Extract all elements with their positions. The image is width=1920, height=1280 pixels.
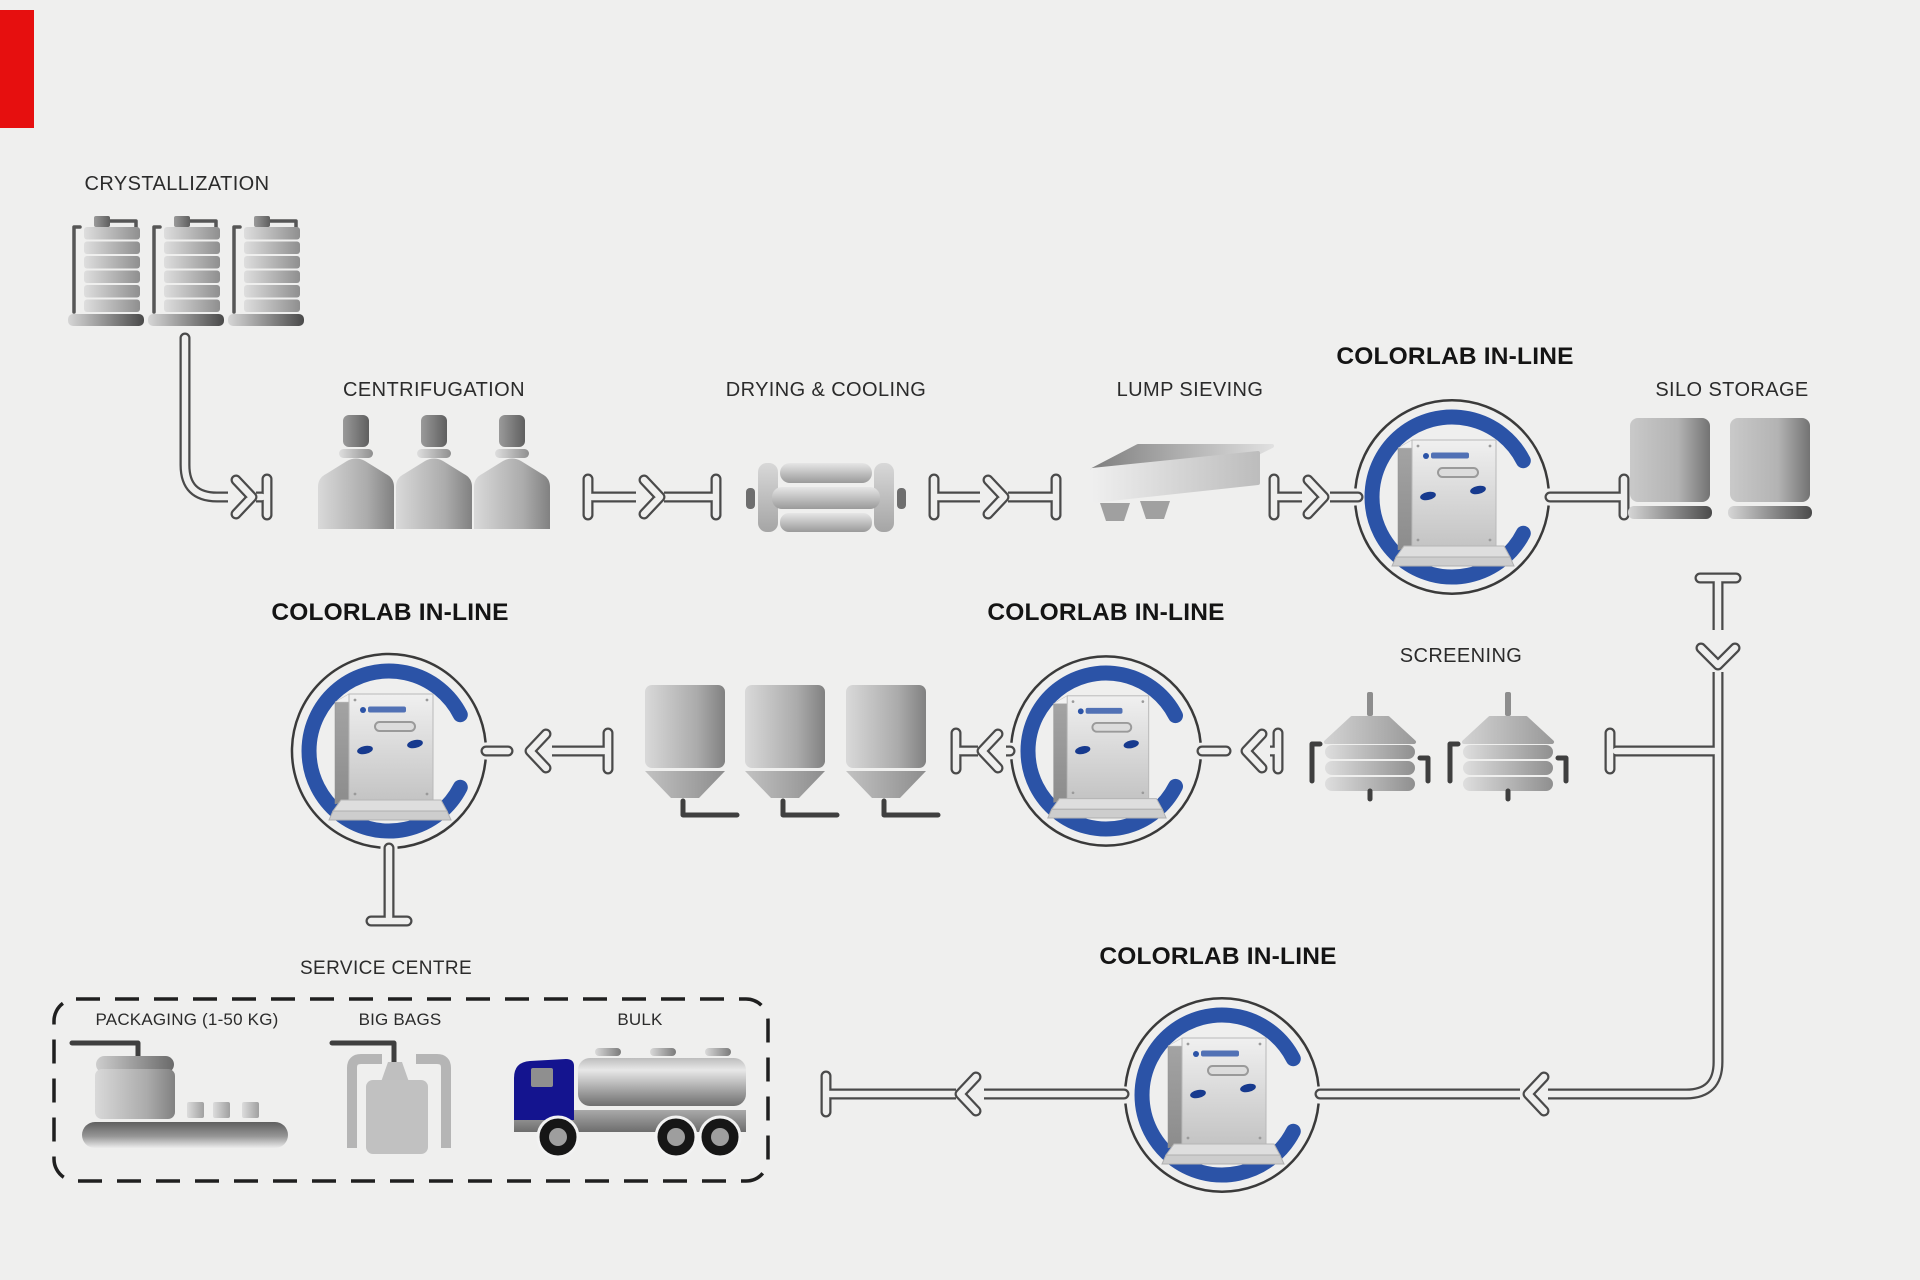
label-packaging: PACKAGING (1-50 KG) — [95, 1010, 279, 1029]
label-drying-cooling: DRYING & COOLING — [725, 379, 927, 401]
colorlab-machine-icon — [1391, 439, 1515, 567]
label-colorlab-top: COLORLAB IN-LINE — [1336, 343, 1574, 370]
colorlab-machine-icon — [1046, 694, 1168, 819]
red-marker — [0, 10, 34, 128]
label-screening: SCREENING — [1399, 645, 1523, 667]
lump-sieve-icon — [1090, 444, 1274, 521]
flow-pipes — [179, 332, 1742, 1118]
service-centre-box — [52, 997, 770, 1183]
colorlab-ring-left — [290, 652, 487, 849]
label-colorlab-bottom: COLORLAB IN-LINE — [1099, 943, 1337, 970]
big-bag-icon — [329, 1040, 451, 1154]
centrifuge-icons — [318, 415, 550, 529]
colorlab-ring-bottom — [1124, 997, 1320, 1193]
label-big-bags: BIG BAGS — [358, 1010, 442, 1029]
label-lump-sieving: LUMP SIEVING — [1116, 379, 1264, 401]
colorlab-ring-top — [1354, 399, 1550, 595]
label-silo-storage: SILO STORAGE — [1655, 379, 1809, 401]
label-centrifugation: CENTRIFUGATION — [343, 379, 525, 401]
label-service-centre: SERVICE CENTRE — [299, 958, 473, 979]
colorlab-ring-middle — [1010, 655, 1202, 847]
hopper-silo-icons — [645, 685, 941, 818]
drying-drum-icon — [746, 463, 906, 532]
silo-storage-icons — [1628, 418, 1812, 519]
label-bulk: BULK — [617, 1010, 663, 1029]
crystallizer-icons — [68, 216, 304, 326]
label-colorlab-left: COLORLAB IN-LINE — [271, 599, 509, 626]
colorlab-machine-icon — [1161, 1037, 1285, 1165]
flow-arrow-icons — [230, 474, 1741, 1117]
screening-icons — [1309, 692, 1569, 802]
colorlab-machine-icon — [328, 693, 452, 821]
label-crystallization: CRYSTALLIZATION — [84, 173, 270, 195]
label-colorlab-middle: COLORLAB IN-LINE — [987, 599, 1225, 626]
packaging-icon — [69, 1040, 288, 1148]
bulk-truck-icon — [514, 1048, 746, 1159]
